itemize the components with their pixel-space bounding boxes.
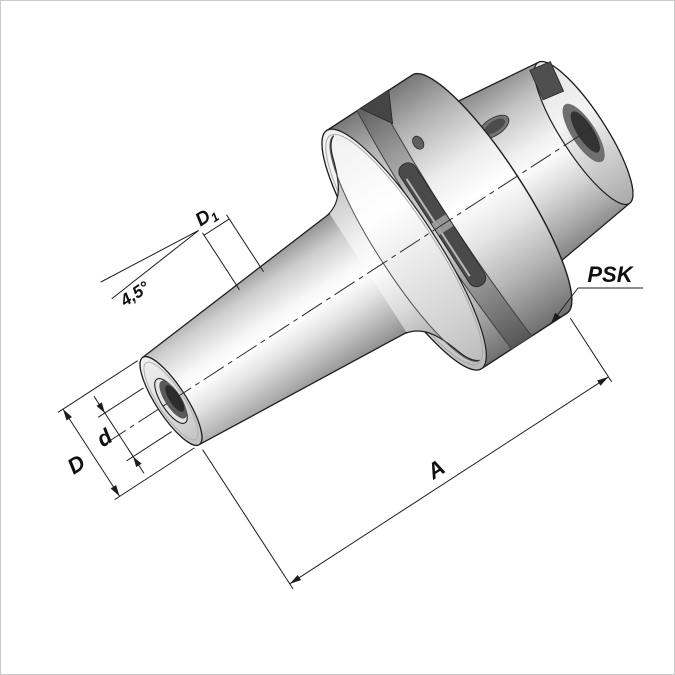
dim-a-ext-right [569,317,613,383]
dim-d-ext-bottom [114,447,195,501]
cone-lower-edge [199,331,407,446]
dim-a-arrow-left [289,574,302,584]
dim-d-arrow-top [63,409,72,421]
dim-d-ext-top [57,360,138,413]
flange-pin-hole [412,135,425,150]
label-psk: PSK [587,262,634,287]
taper-cone [142,213,407,445]
psk-callout: PSK [550,262,643,324]
dim-bore-ext-bottom [126,431,173,462]
psk-end-bore-inner [570,111,600,153]
centerline [105,125,595,444]
psk-clamping-hole-inner [484,118,506,135]
dim-a-line [289,376,609,585]
flange-notch [359,89,394,125]
dim-d-arrow-bottom [110,484,120,497]
dim-bore-arrow-bottom [133,456,142,468]
dim-d-line [62,408,121,497]
bell-upper-edge [327,135,339,216]
psk-face-notch [529,61,565,101]
dim-d1-tick-right [226,214,264,273]
tool-holder: D d A D1 [57,60,634,590]
transition-bell [327,135,480,362]
angle-line-lower [100,230,199,283]
dim-a-ext-left [202,449,294,590]
dim-bore-arrow-top [96,402,105,413]
dim-d1-tick-left [202,232,240,291]
bell-lower-edge [404,330,480,362]
psk-leader-arrow [551,312,561,324]
dim-bore-ext-top [97,387,144,418]
dim-a-arrow-right [597,376,609,386]
angle-line-upper [111,230,199,300]
dim-d1-bridge [203,218,230,236]
